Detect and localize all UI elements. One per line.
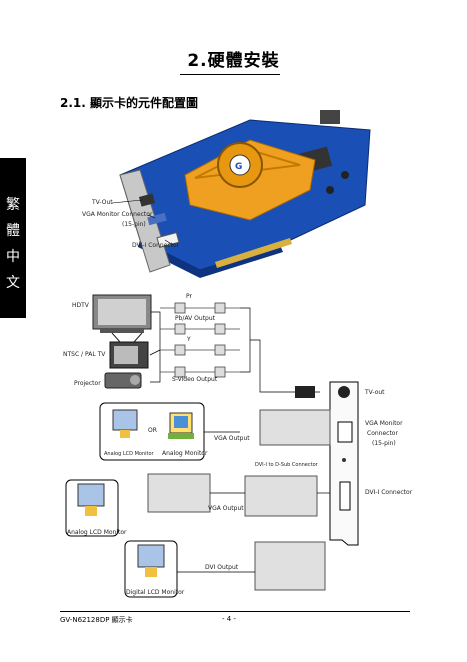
section-title: 2.1. 顯示卡的元件配置圖	[60, 94, 198, 111]
monitor-group-3	[124, 540, 326, 598]
label-pb-av: Pb/AV Output	[175, 315, 216, 322]
label-bracket-vga-2: Connector	[367, 430, 398, 437]
label-bracket-vga-3: (15-pin)	[372, 440, 396, 447]
page-number: - 4 -	[222, 615, 236, 623]
tv-devices	[92, 294, 320, 398]
heading-text: 硬體安裝	[207, 51, 280, 71]
label-or: OR	[148, 427, 157, 434]
label-dvi-to-dsub: DVI-I to D-Sub Connector	[255, 462, 318, 468]
language-tab: 繁 體 中 文	[0, 158, 26, 318]
label-bracket-tv-out: TV-out	[365, 389, 385, 396]
label-svideo: S-Video Output	[172, 376, 218, 383]
heading-rule	[180, 74, 280, 75]
label-analog-monitor: Analog Monitor	[162, 450, 208, 457]
tab-char-2: 體	[6, 223, 20, 239]
footer-rule	[60, 611, 410, 612]
label-projector: Projector	[74, 380, 101, 387]
label-dvi-connector: DVI-I Connector	[132, 242, 180, 249]
card-bracket	[329, 381, 359, 546]
label-vga-output-2: VGA Output	[208, 505, 244, 512]
footer-model: GV-N62128DP 顯示卡	[60, 616, 133, 624]
section-number: 2.1.	[60, 96, 86, 110]
tab-char-3: 中	[6, 249, 20, 265]
label-vga-output-1: VGA Output	[214, 435, 250, 442]
label-analog-lcd-1: Analog LCD Monitor	[104, 451, 154, 457]
label-analog-lcd-2: Analog LCD Monitor	[67, 529, 127, 536]
page-heading: 2.硬體安裝	[0, 46, 467, 71]
label-y: Y	[187, 336, 191, 343]
label-ntsc-pal: NTSC / PAL TV	[63, 351, 106, 358]
section-text: 顯示卡的元件配置圖	[90, 96, 199, 110]
label-dvi-output: DVI Output	[205, 564, 239, 571]
graphics-card-image: G	[111, 110, 371, 278]
tab-char-1: 繁	[6, 197, 20, 213]
label-bracket-vga-1: VGA Monitor	[365, 420, 403, 427]
label-bracket-dvi: DVI-I Connector	[365, 489, 413, 496]
label-hdtv: HDTV	[72, 302, 89, 309]
label-pr: Pr	[186, 293, 192, 300]
label-vga-pins: (15-pin)	[122, 221, 146, 228]
label-vga-connector: VGA Monitor Connector	[82, 211, 153, 218]
tab-char-4: 文	[6, 275, 20, 291]
label-tv-out: TV-Out	[92, 199, 113, 206]
label-digital-lcd: Digital LCD Monitor	[126, 589, 185, 596]
svg-text:G: G	[235, 162, 242, 172]
monitor-group-2	[65, 473, 330, 537]
monitor-group-1	[99, 402, 331, 461]
heading-number: 2.	[187, 51, 208, 71]
